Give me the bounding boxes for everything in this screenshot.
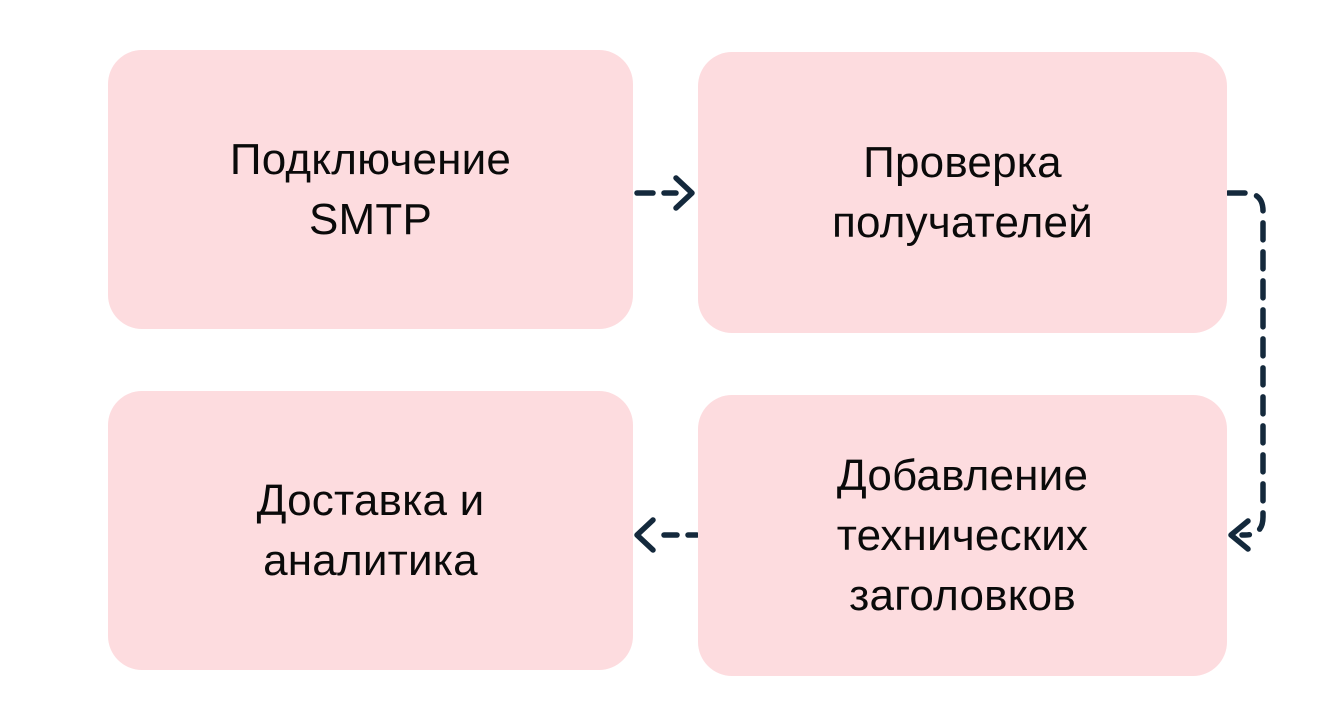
step-label-smtp-connection: Подключение SMTP xyxy=(229,134,512,244)
chevron-left-icon xyxy=(1228,518,1251,552)
dashed-arrow-down-step2-to-step3 xyxy=(1225,190,1266,552)
step-label-technical-headers: Добавление технических заголовков xyxy=(836,450,1089,620)
flow-step-recipient-check: Проверка получателей xyxy=(698,52,1227,333)
step-label-delivery-analytics: Доставка и аналитика xyxy=(256,475,485,585)
flow-step-technical-headers: Добавление технических заголовков xyxy=(698,395,1227,676)
flow-step-smtp-connection: Подключение SMTP xyxy=(108,50,633,329)
chevron-left-icon xyxy=(634,517,656,553)
arrow-dashes xyxy=(1225,190,1266,538)
step-label-recipient-check: Проверка получателей xyxy=(831,137,1094,247)
flow-step-delivery-analytics: Доставка и аналитика xyxy=(108,391,633,670)
dashed-arrow-left-step3-to-step4 xyxy=(634,517,700,553)
dashed-arrow-right-step1-to-step2 xyxy=(634,175,695,211)
chevron-right-icon xyxy=(673,175,695,211)
